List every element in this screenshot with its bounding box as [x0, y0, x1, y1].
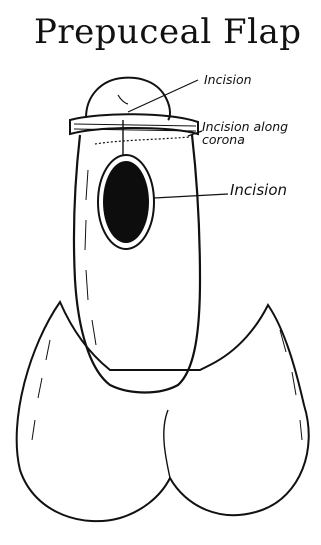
incision-along-corona-line [95, 137, 190, 144]
incision-window-fill [103, 161, 149, 243]
scrotum-shading [32, 330, 302, 440]
scrotum-raphe [164, 410, 170, 478]
shaft-shading [85, 170, 96, 345]
label-incision-along-corona: Incision along corona [202, 120, 320, 146]
leader-incision-top [128, 80, 198, 112]
label-incision-top: Incision [204, 73, 252, 86]
scrotum-outline [17, 302, 309, 521]
leader-incision-window [154, 194, 228, 198]
label-incision-window: Incision [230, 184, 287, 197]
glans-meatus [118, 95, 128, 104]
